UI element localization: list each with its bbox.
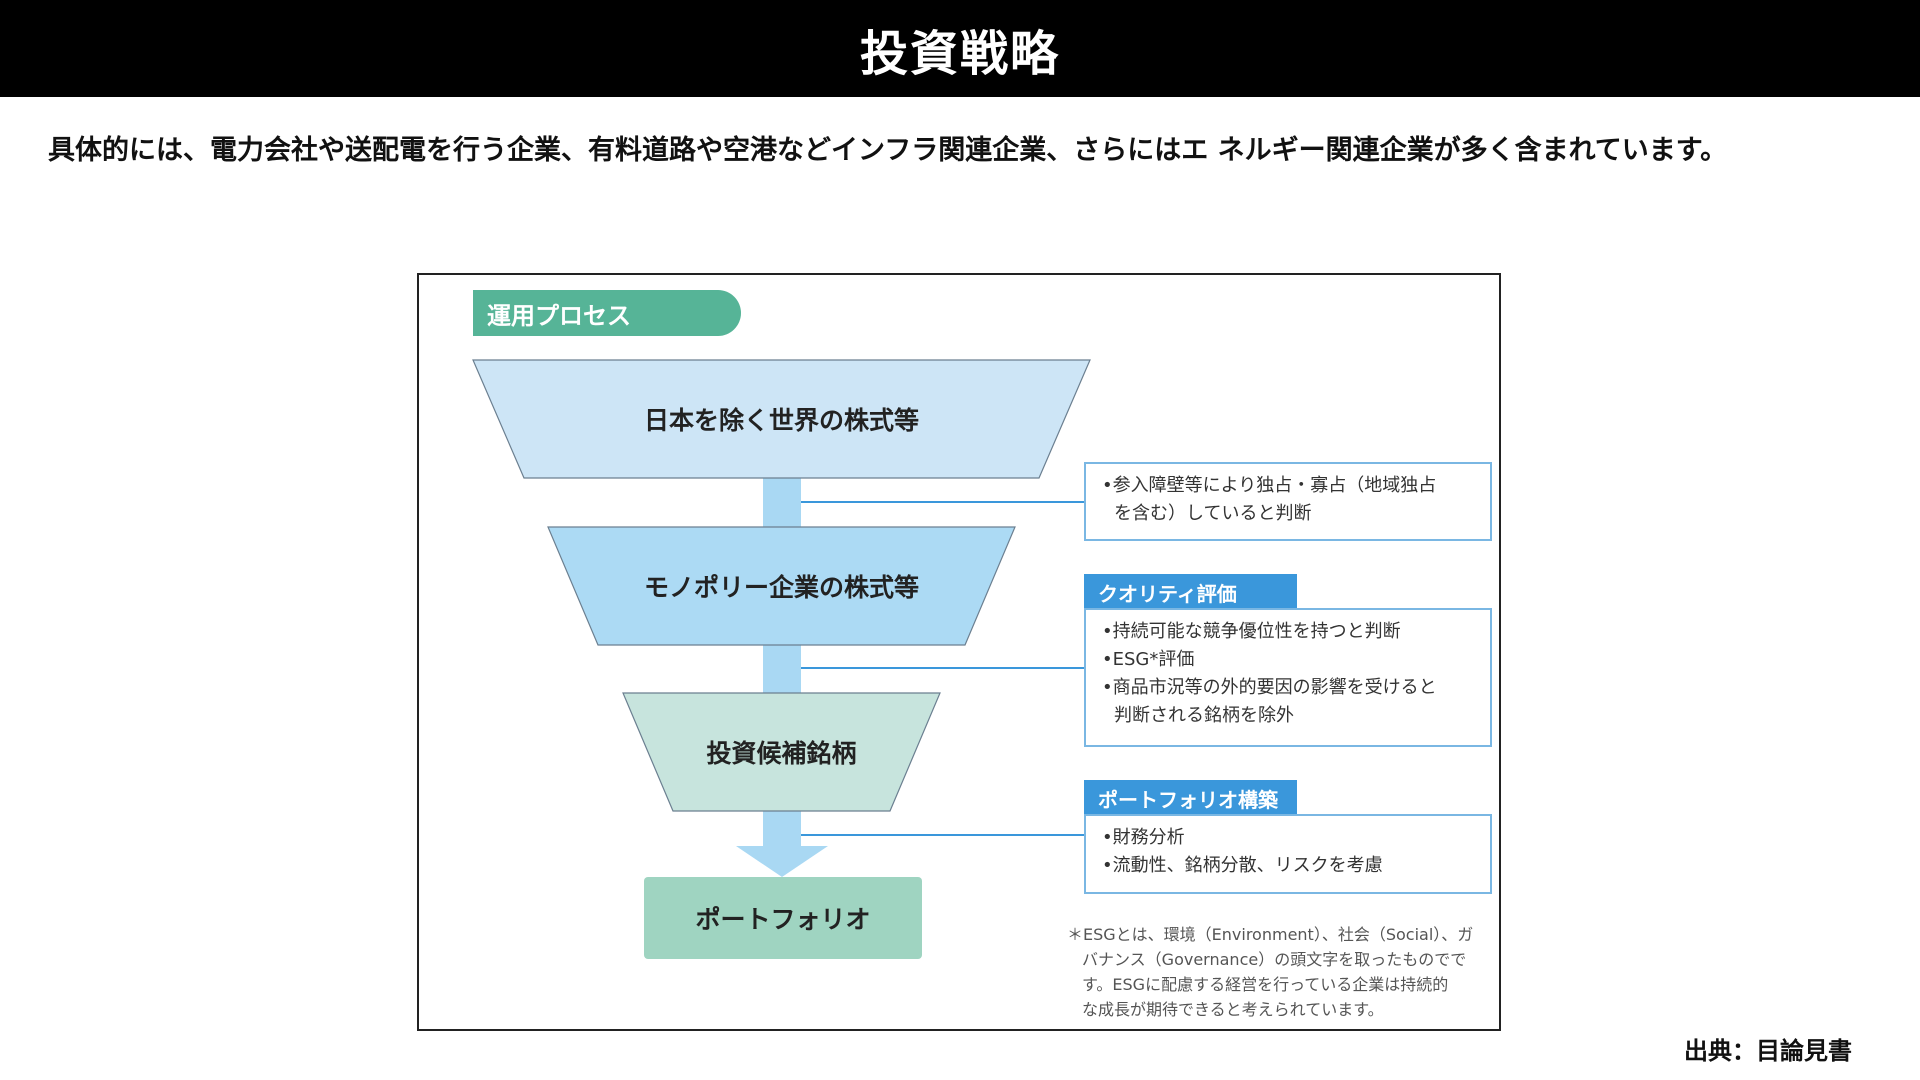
criteria-2-line-1: •持続可能な競争優位性を持つと判断 [1102, 621, 1401, 642]
process-diagram: 運用プロセス 日本を除く世界の株式等 モノポリー企業の株式等 投資候補銘柄 ポー… [417, 273, 1501, 1031]
criteria-2-line-3: •商品市況等の外的要因の影響を受けると [1102, 677, 1437, 698]
tab-quality-evaluation-label: クオリティ評価 [1098, 581, 1237, 606]
flow-arrow-1 [763, 477, 801, 529]
criteria-box-portfolio: •財務分析 •流動性、銘柄分散、リスクを考慮 [1084, 814, 1492, 894]
funnel-stage-3-label: 投資候補銘柄 [706, 739, 857, 768]
esg-footnote: ＊ESGとは、環境（Environment）、社会（Social）、ガ バナンス… [1067, 922, 1487, 1022]
esg-footnote-line-4: な成長が期待できると考えられています。 [1082, 1000, 1384, 1019]
process-heading: 運用プロセス [473, 290, 741, 336]
criteria-1-line-2: を含む）していると判断 [1114, 503, 1312, 524]
criteria-2-line-4: 判断される銘柄を除外 [1114, 705, 1294, 726]
lead-text: 具体的には、電力会社や送配電を行う企業、有料道路や空港などインフラ関連企業、さら… [48, 135, 1728, 166]
funnel-stage-3-shape [622, 692, 941, 812]
criteria-box-quality: •持続可能な競争優位性を持つと判断 •ESG*評価 •商品市況等の外的要因の影響… [1084, 608, 1492, 747]
funnel-stage-1-shape [472, 359, 1091, 479]
process-heading-label: 運用プロセス [487, 301, 631, 330]
criteria-box-monopoly: •参入障壁等により独占・寡占（地域独占 を含む）していると判断 [1084, 462, 1492, 541]
funnel-stage-2-label: モノポリー企業の株式等 [643, 573, 919, 602]
slide-title-bar: 投資戦略 [0, 0, 1920, 97]
tab-portfolio-construction-label: ポートフォリオ構築 [1098, 787, 1278, 812]
tab-quality-evaluation: クオリティ評価 [1084, 574, 1297, 610]
diagram-shapes [472, 359, 1091, 877]
criteria-3-line-1: •財務分析 [1102, 827, 1185, 848]
esg-footnote-line-1: ＊ESGとは、環境（Environment）、社会（Social）、ガ [1067, 925, 1474, 944]
funnel-stage-2-shape [547, 526, 1016, 646]
criteria-2-line-2: •ESG*評価 [1102, 649, 1195, 670]
slide-title: 投資戦略 [859, 25, 1060, 82]
tab-portfolio-construction: ポートフォリオ構築 [1084, 780, 1297, 816]
flow-arrow-2 [763, 644, 801, 698]
source-citation: 出典：目論見書 [1684, 1037, 1852, 1065]
flow-arrow-3-shaft [763, 810, 801, 846]
portfolio-result-box: ポートフォリオ [644, 877, 922, 959]
criteria-1-line-1: •参入障壁等により独占・寡占（地域独占 [1102, 475, 1437, 496]
portfolio-result-label: ポートフォリオ [695, 905, 871, 934]
esg-footnote-line-2: バナンス（Governance）の頭文字を取ったものでで [1082, 950, 1467, 969]
esg-footnote-line-3: す。ESGに配慮する経営を行っている企業は持続的 [1082, 975, 1449, 994]
flow-arrow-3-head [736, 846, 828, 877]
funnel-stage-1-label: 日本を除く世界の株式等 [643, 406, 919, 435]
criteria-3-line-2: •流動性、銘柄分散、リスクを考慮 [1102, 855, 1383, 876]
